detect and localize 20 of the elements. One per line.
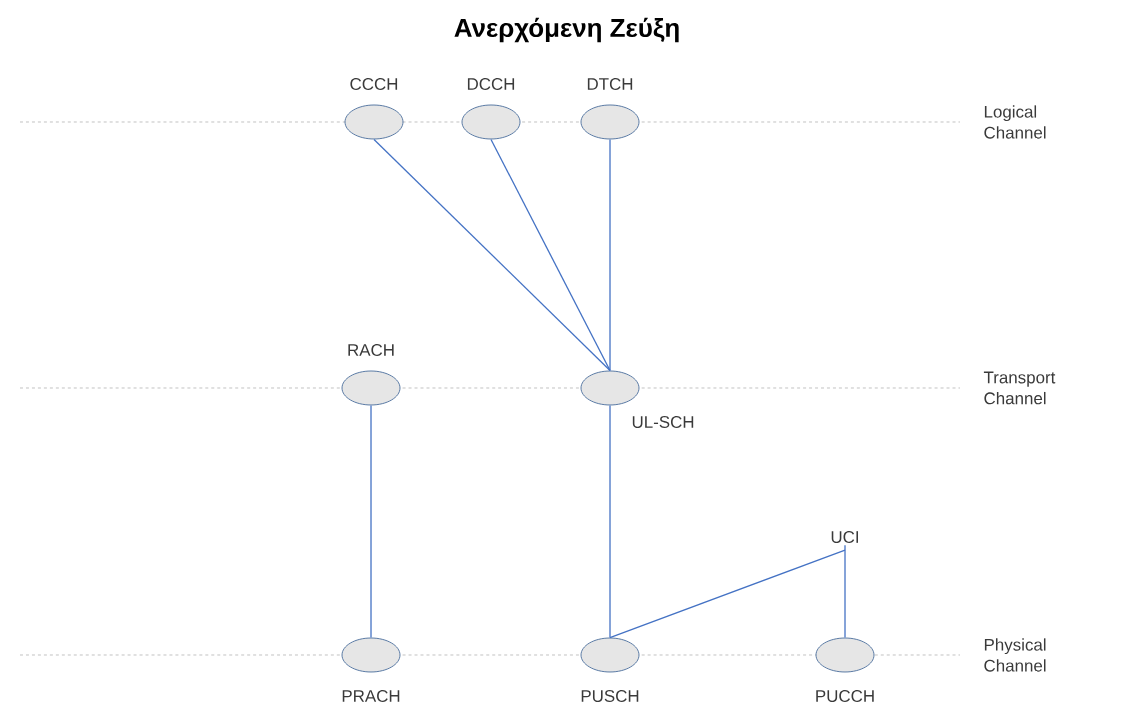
connector-line: [609, 404, 611, 639]
level-label: Logical Channel: [984, 105, 1046, 139]
node-label: PUCCH: [816, 690, 874, 702]
node-label: UL-SCH: [632, 416, 694, 428]
node-label: PUSCH: [581, 690, 639, 702]
connector-line: [844, 544, 846, 639]
node-label: RACH: [348, 344, 394, 356]
connector-line: [490, 138, 611, 372]
channel-label: UCI: [831, 531, 858, 543]
node-label: PRACH: [342, 690, 400, 702]
connector-line: [609, 138, 611, 372]
node-label: CCCH: [350, 78, 398, 90]
connector-line: [609, 549, 846, 639]
node-label: DCCH: [467, 78, 515, 90]
node-label: DTCH: [587, 78, 633, 90]
connector-line: [373, 138, 611, 372]
level-label: Physical Channel: [984, 638, 1046, 672]
title: Ανερχόμενη Ζεύξη: [454, 17, 679, 43]
level-label: Transport Channel: [983, 371, 1056, 405]
connector-line: [370, 404, 372, 639]
